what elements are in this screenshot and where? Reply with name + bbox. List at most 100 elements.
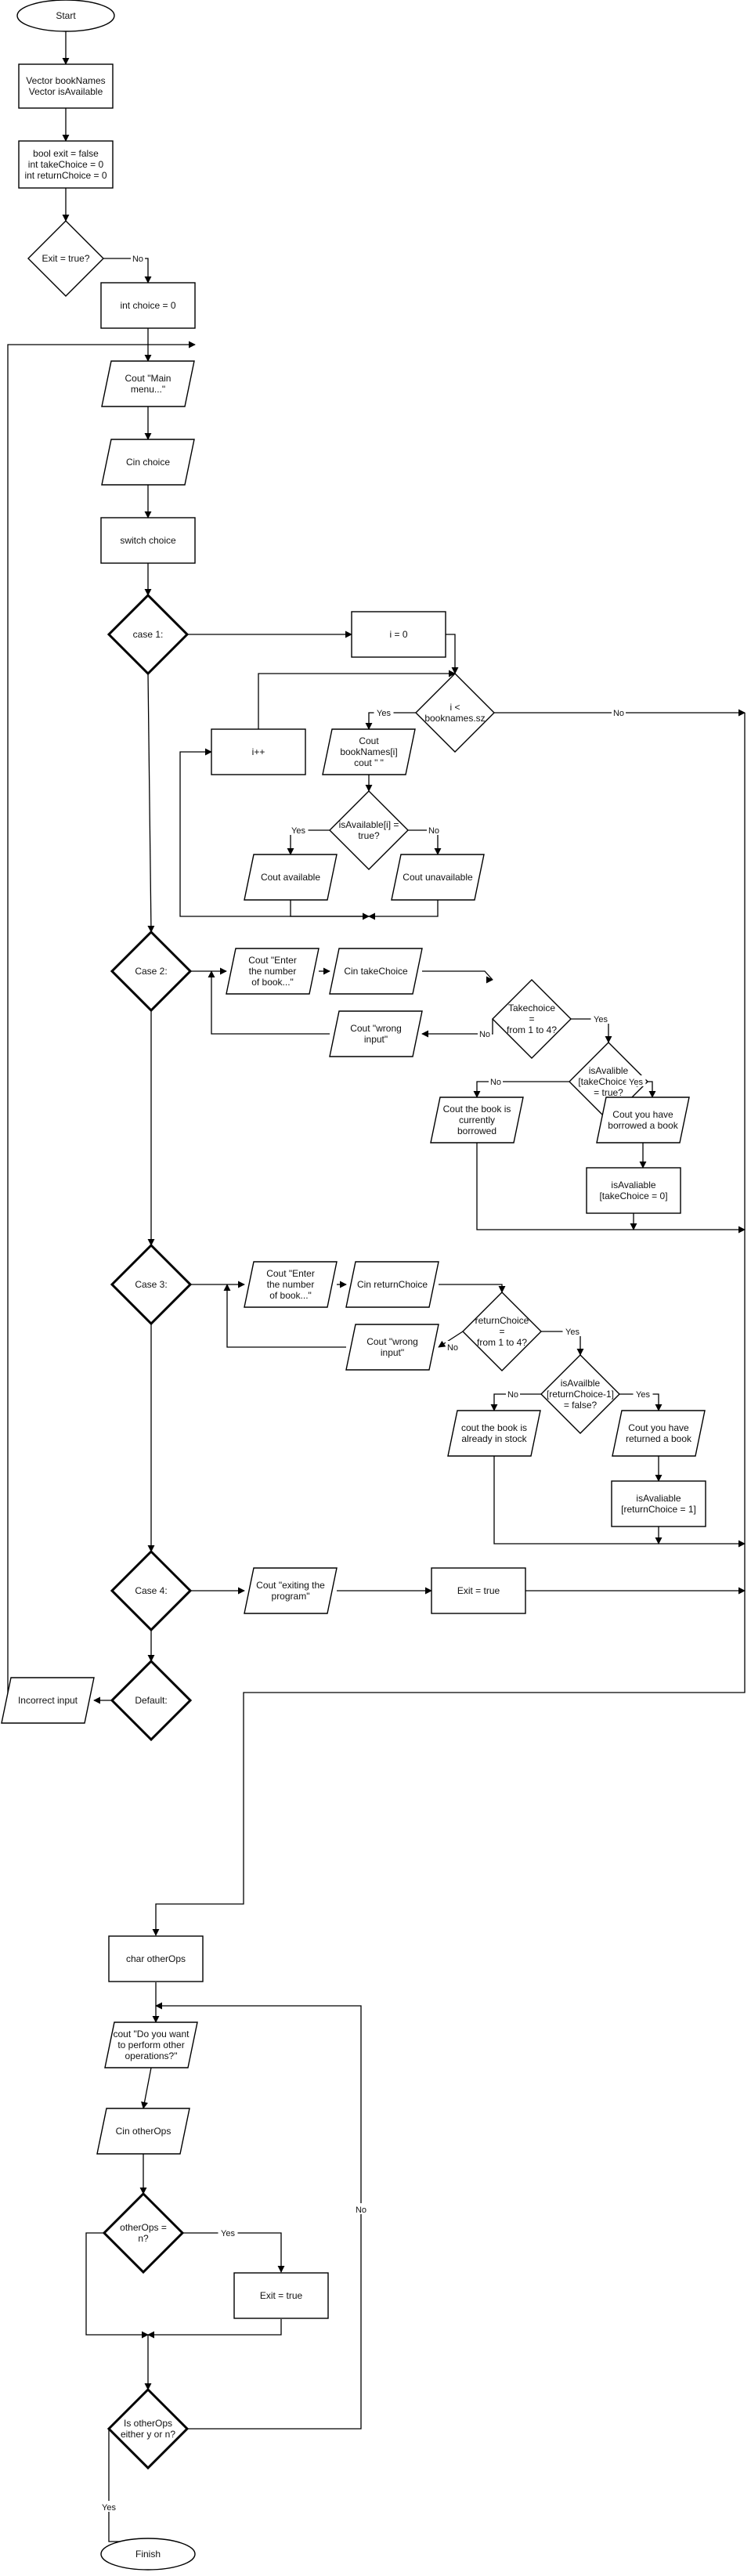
node-avail-check: isAvailable[i] =true? bbox=[329, 790, 409, 870]
node-label: cout " " bbox=[354, 757, 384, 768]
node-label: input" bbox=[364, 1034, 388, 1045]
edge-no-n-left bbox=[85, 2232, 149, 2339]
node-label: Finish bbox=[135, 2549, 161, 2560]
edge-c1-c2 bbox=[147, 673, 155, 933]
node-label: bool exit = false bbox=[33, 148, 99, 159]
node-label: Exit = true bbox=[260, 2290, 303, 2301]
svg-text:Yes: Yes bbox=[221, 2229, 235, 2238]
node-label: Cout "exiting the bbox=[256, 1580, 325, 1591]
edge-cout-cin bbox=[141, 2067, 152, 2109]
edge-exit2-join bbox=[147, 2319, 282, 2339]
node-label: returned a book bbox=[626, 1433, 692, 1444]
node-label: operations?" bbox=[125, 2050, 178, 2061]
svg-text:Yes: Yes bbox=[102, 2503, 116, 2513]
node-label: i++ bbox=[252, 746, 265, 757]
node-label: booknames.sz bbox=[424, 713, 485, 724]
node-cout-unavail: Cout unavailable bbox=[391, 854, 485, 901]
node-label: = bbox=[529, 1013, 534, 1024]
edge-no-return bbox=[438, 1331, 464, 1348]
svg-text:Yes: Yes bbox=[636, 1390, 650, 1400]
node-label: input" bbox=[381, 1347, 404, 1358]
svg-text:Yes: Yes bbox=[629, 1078, 643, 1087]
node-label: program" bbox=[272, 1591, 310, 1602]
edge-label-yes-loop: Yes bbox=[374, 706, 394, 718]
svg-text:No: No bbox=[490, 1078, 501, 1087]
node-label: [takeChoice-1] bbox=[578, 1076, 638, 1087]
node-label: Cout bbox=[359, 735, 379, 746]
edge-right-down bbox=[152, 713, 746, 1936]
edge-avl-join bbox=[290, 900, 370, 920]
node-label: Start bbox=[56, 10, 76, 21]
node-switch: switch choice bbox=[100, 517, 196, 564]
svg-text:Yes: Yes bbox=[291, 826, 305, 836]
svg-text:No: No bbox=[479, 1030, 490, 1039]
node-label: of book..." bbox=[269, 1290, 312, 1301]
node-cin-return: Cin returnChoice bbox=[345, 1261, 439, 1308]
svg-text:Yes: Yes bbox=[377, 709, 391, 718]
node-case2: Case 2: bbox=[110, 930, 193, 1013]
node-label: isAvailble bbox=[561, 1378, 601, 1389]
node-default: Default: bbox=[110, 1659, 193, 1742]
edge-no-other-yn bbox=[155, 2002, 362, 2430]
edge-bm-join bbox=[476, 1143, 746, 1234]
node-label: isAvaliable bbox=[611, 1180, 655, 1190]
node-label: cout the book is bbox=[461, 1422, 527, 1433]
edge-label-yes-other-yn: Yes bbox=[99, 2501, 119, 2513]
edge-label-no-return: No bbox=[446, 1341, 460, 1353]
node-other-n: otherOps =n? bbox=[102, 2191, 185, 2274]
edge-join-iinc bbox=[179, 748, 369, 917]
node-label: Cout available bbox=[261, 872, 320, 883]
edge-no-take bbox=[421, 1019, 493, 1038]
edge-label-yes-avail2: Yes bbox=[626, 1075, 646, 1087]
node-iinc: i++ bbox=[211, 728, 306, 775]
node-label: Cin takeChoice bbox=[344, 966, 408, 977]
node-cin-other: Cin otherOps bbox=[96, 2108, 190, 2155]
node-label: from 1 to 4? bbox=[507, 1024, 557, 1035]
svg-text:No: No bbox=[132, 255, 143, 264]
node-cin-take: Cin takeChoice bbox=[329, 948, 423, 995]
node-case3: Case 3: bbox=[110, 1243, 193, 1326]
node-cin-choice: Cin choice bbox=[101, 439, 195, 486]
svg-text:No: No bbox=[507, 1390, 518, 1400]
node-label: Cout the book is bbox=[443, 1104, 511, 1115]
node-char-other: char otherOps bbox=[108, 1935, 204, 1982]
node-label: Case 3: bbox=[135, 1279, 167, 1290]
edge-wrong2-up bbox=[208, 970, 330, 1035]
svg-text:No: No bbox=[356, 2206, 366, 2215]
node-exit-true: Exit = true bbox=[431, 1567, 526, 1614]
node-label: Cin choice bbox=[126, 457, 170, 468]
node-label: isAvalible bbox=[589, 1065, 629, 1076]
edge-label-no-avail3: No bbox=[506, 1388, 520, 1400]
edge-label-yes-other-n: Yes bbox=[218, 2227, 238, 2238]
node-label: = true? bbox=[594, 1087, 623, 1098]
edge-label-no-other-yn: No bbox=[354, 2203, 368, 2215]
edge-unav-join bbox=[368, 900, 439, 920]
svg-text:Yes: Yes bbox=[565, 1328, 579, 1337]
edge-wrong3-up bbox=[223, 1284, 346, 1348]
node-label: Cout you have bbox=[612, 1109, 673, 1120]
node-label: Cout unavailable bbox=[403, 872, 473, 883]
node-cout-avail: Cout available bbox=[244, 854, 338, 901]
svg-text:No: No bbox=[613, 709, 624, 718]
node-finish: Finish bbox=[100, 2538, 196, 2571]
node-label: Cin otherOps bbox=[116, 2126, 172, 2137]
node-avail3: isAvailble[returnChoice-1]= false? bbox=[540, 1354, 620, 1434]
edge-no-avail2 bbox=[473, 1081, 569, 1098]
edge-is-join bbox=[493, 1456, 746, 1548]
node-set-avail0: isAvaliable[takeChoice = 0] bbox=[586, 1167, 681, 1214]
node-label: Incorrect input bbox=[18, 1695, 78, 1706]
node-case1: case 1: bbox=[107, 593, 190, 676]
node-label: int returnChoice = 0 bbox=[24, 170, 107, 181]
node-start: Start bbox=[16, 0, 115, 32]
